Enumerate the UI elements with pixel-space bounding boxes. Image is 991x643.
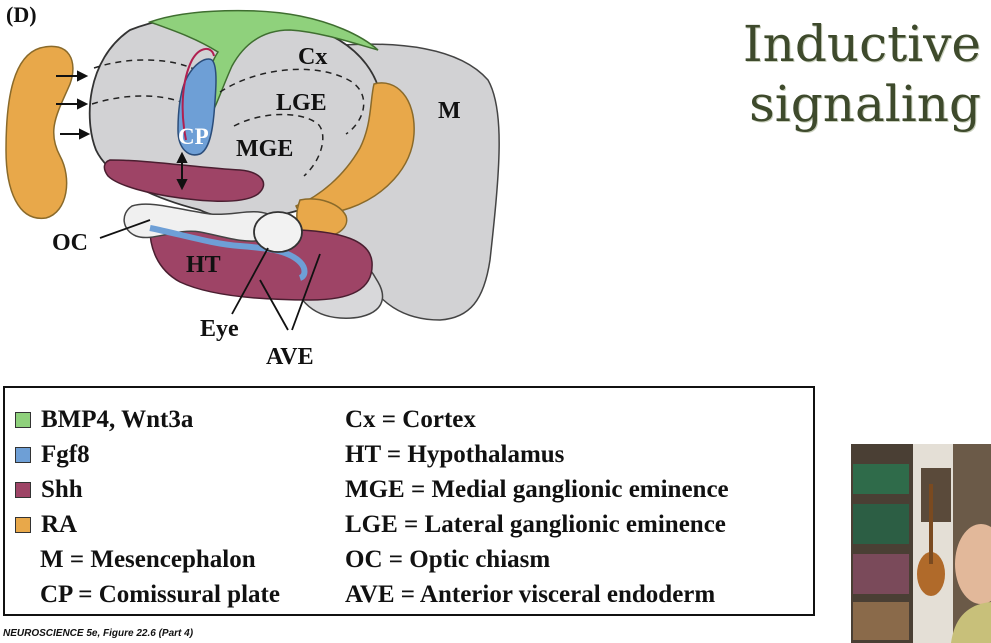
legend-abbrev-lge: LGE = Lateral ganglionic eminence [345,510,726,538]
legend-abbrev-ave: AVE = Anterior visceral endoderm [345,580,716,608]
legend-abbrev-oc: OC = Optic chiasm [345,545,551,573]
legend-item-cp: CP = Comissural plate [15,577,280,612]
label-lge: LGE [276,90,327,116]
figure-panel-label: (D) [6,2,37,27]
legend-item-label: Fgf8 [41,440,90,468]
cp-shh-double-arrow [176,151,188,191]
legend-left-column: BMP4, Wnt3a Fgf8 Shh RA M = Mesencephalo… [15,402,280,612]
fgf8-swatch-icon [15,446,31,463]
fgf8-commissural-plate [177,58,217,156]
legend-item-label: M = Mesencephalon [40,545,256,573]
ra-source-region [5,45,74,219]
slide-title-line-1: Inductive [742,15,981,73]
label-mge: MGE [236,136,293,162]
label-cp: CP [178,124,209,149]
legend-item-label: Shh [41,475,83,503]
bmp4-wnt3a-swatch-icon [15,411,31,428]
legend-right-column: Cx = Cortex HT = Hypothalamus MGE = Medi… [345,402,729,612]
legend-item-label: BMP4, Wnt3a [41,405,194,433]
legend-abbrev-ht: HT = Hypothalamus [345,440,565,468]
figure-caption: NEUROSCIENCE 5e, Figure 22.6 (Part 4) [3,628,194,639]
legend-item-shh: Shh [15,472,280,507]
label-ht: HT [186,252,221,278]
label-ave: AVE [266,344,314,370]
slide-title: Inductive signaling [681,14,981,134]
label-m: M [438,98,461,124]
eye [253,211,303,253]
forebrain-diagram: Cx LGE MGE M CP OC HT Eye AVE [5,9,500,370]
legend-item-label: CP = Comissural plate [40,580,280,608]
label-oc: OC [52,230,88,256]
shh-boundary-line [181,48,215,141]
presenter-video-image [851,444,991,643]
ra-arrows [56,70,91,140]
label-eye: Eye [200,316,239,342]
legend-abbrev-cx: Cx = Cortex [345,405,476,433]
legend-item-label: RA [41,510,78,538]
leader-lines [99,219,321,331]
slide-title-line-2: signaling [749,75,981,133]
legend-item-ra: RA [15,507,280,542]
legend-box: BMP4, Wnt3a Fgf8 Shh RA M = Mesencephalo… [3,386,815,616]
presenter-video-thumbnail [851,444,991,643]
label-cx: Cx [298,44,327,70]
legend-item-m: M = Mesencephalon [15,542,280,577]
ra-swatch-icon [15,516,31,533]
legend-abbrev-mge: MGE = Medial ganglionic eminence [345,475,729,503]
shh-swatch-icon [15,481,31,498]
legend-item-fgf8: Fgf8 [15,437,280,472]
legend-item-bmp4-wnt3a: BMP4, Wnt3a [15,402,280,437]
